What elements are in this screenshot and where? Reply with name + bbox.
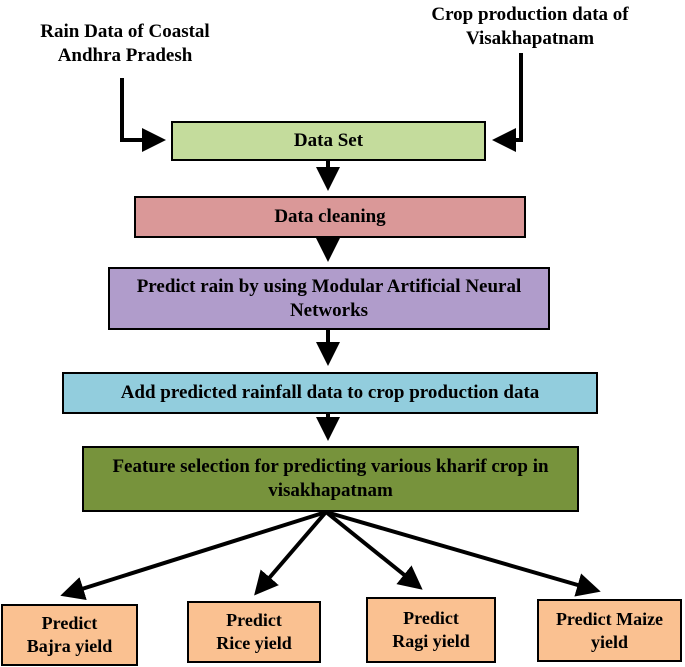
dataset-box: Data Set bbox=[171, 121, 486, 161]
predict-bajra-box: Predict Bajra yield bbox=[1, 604, 138, 666]
source-crop-data: Crop production data of Visakhapatnam bbox=[431, 4, 629, 49]
feature-selection-label: Feature selection for predicting various… bbox=[112, 456, 549, 501]
predict-rice-box: Predict Rice yield bbox=[187, 601, 321, 663]
predict-rice-label: Predict Rice yield bbox=[216, 610, 292, 653]
add-rainfall-box: Add predicted rainfall data to crop prod… bbox=[62, 372, 598, 414]
predict-rain-label: Predict rain by using Modular Artificial… bbox=[136, 275, 522, 321]
predict-bajra-label: Predict Bajra yield bbox=[26, 613, 113, 656]
predict-ragi-label: Predict Ragi yield bbox=[392, 608, 470, 651]
predict-rain-box: Predict rain by using Modular Artificial… bbox=[108, 267, 550, 330]
arrow-feature-to-maize bbox=[325, 510, 601, 597]
arrow-feature-to-ragi bbox=[324, 510, 423, 590]
predict-maize-box: Predict Maize yield bbox=[537, 599, 682, 662]
data-cleaning-box: Data cleaning bbox=[134, 196, 526, 238]
predict-ragi-box: Predict Ragi yield bbox=[366, 597, 496, 663]
add-rainfall-label: Add predicted rainfall data to crop prod… bbox=[120, 382, 540, 403]
arrow-crop-to-dataset bbox=[492, 53, 523, 152]
source-rain-data: Rain Data of Coastal Andhra Pradesh bbox=[40, 21, 210, 66]
feature-selection-box: Feature selection for predicting various… bbox=[82, 446, 579, 512]
predict-maize-label: Predict Maize yield bbox=[555, 608, 664, 652]
arrow-feature-to-rice bbox=[254, 510, 328, 596]
arrow-feature-to-bajra bbox=[60, 510, 327, 601]
dataset-label: Data Set bbox=[293, 130, 364, 151]
data-cleaning-label: Data cleaning bbox=[274, 206, 386, 227]
arrow-rain-to-dataset bbox=[120, 78, 166, 152]
